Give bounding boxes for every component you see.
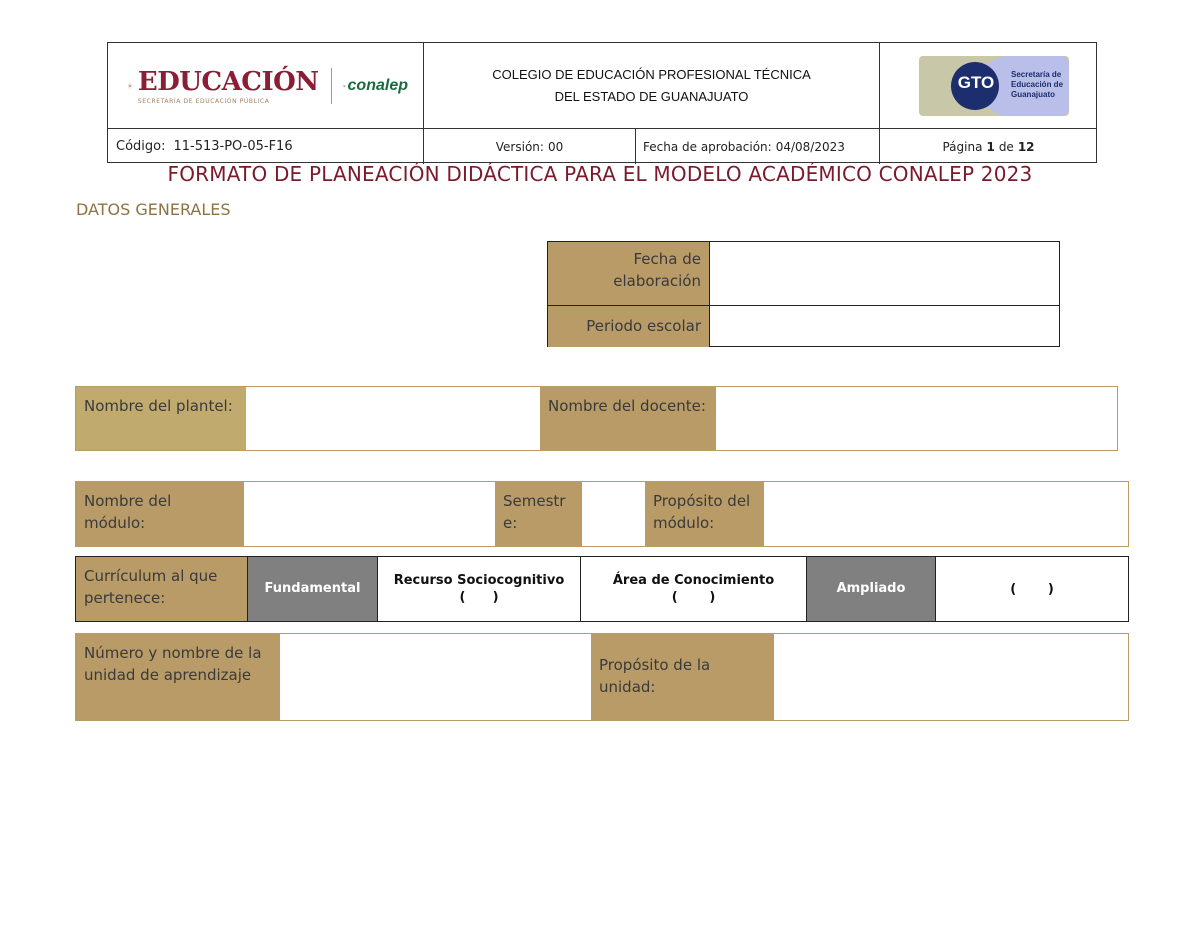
version-cell: Versión: 00 xyxy=(424,129,635,164)
fecha-aprobacion-label: Fecha de aprobación: xyxy=(643,139,772,154)
sep-conalep-logo: EDUCACIÓN SECRETARÍA DE EDUCACIÓN PÚBLIC… xyxy=(128,51,408,121)
ampliado-check[interactable]: ( ) xyxy=(935,557,1128,621)
recurso-sociocognitivo-cell[interactable]: Recurso Sociocognitivo ( ) xyxy=(377,557,580,621)
area-conocimiento-check: ( ) xyxy=(671,590,716,605)
college-line-1: COLEGIO DE EDUCACIÓN PROFESIONAL TÉCNICA xyxy=(492,66,811,82)
nombre-plantel-label: Nombre del plantel: xyxy=(76,387,246,450)
recurso-sociocognitivo-check: ( ) xyxy=(459,590,499,605)
semestre-label: Semestre: xyxy=(495,482,581,546)
version-value: 00 xyxy=(547,139,564,154)
ampliado-cell: Ampliado xyxy=(806,557,935,621)
sep-logo-text: EDUCACIÓN xyxy=(137,66,319,97)
periodo-escolar-field[interactable] xyxy=(709,306,1059,347)
proposito-modulo-field[interactable] xyxy=(764,482,1128,546)
fecha-elaboracion-field[interactable] xyxy=(709,242,1059,305)
conalep-logo-icon xyxy=(342,85,346,87)
periodo-escolar-label: Periodo escolar xyxy=(548,306,709,347)
gto-logo-text: GTO xyxy=(957,73,995,92)
curriculum-label: Currículum al que pertenece: xyxy=(76,557,247,621)
college-name: COLEGIO DE EDUCACIÓN PROFESIONAL TÉCNICA… xyxy=(424,43,879,128)
pagina-cell: Página 1 de 12 xyxy=(880,129,1097,164)
nombre-modulo-label: Nombre del módulo: xyxy=(76,482,244,546)
version-label: Versión: xyxy=(495,139,544,154)
document-header: EDUCACIÓN SECRETARÍA DE EDUCACIÓN PÚBLIC… xyxy=(107,42,1097,164)
fecha-aprobacion-cell: Fecha de aprobación: 04/08/2023 xyxy=(643,129,879,164)
fecha-elaboracion-label: Fecha de elaboración xyxy=(548,242,709,305)
plantel-docente-row: Nombre del plantel: Nombre del docente: xyxy=(75,386,1118,451)
nombre-plantel-field[interactable] xyxy=(246,387,540,450)
nombre-docente-field[interactable] xyxy=(716,387,1117,450)
modulo-row: Nombre del módulo: Semestre: Propósito d… xyxy=(75,481,1129,547)
numero-nombre-unidad-field[interactable] xyxy=(280,634,591,720)
codigo-label: Código: xyxy=(116,139,166,154)
college-line-2: DEL ESTADO DE GUANAJUATO xyxy=(554,88,749,104)
fecha-aprobacion-value: 04/08/2023 xyxy=(775,139,845,154)
sep-logo-subtext: SECRETARÍA DE EDUCACIÓN PÚBLICA xyxy=(137,97,270,105)
proposito-unidad-label: Propósito de la unidad: xyxy=(591,634,774,720)
conalep-logo-text: conalep xyxy=(347,77,408,94)
gto-logo-subtext: Secretaría de Educación de Guanajuato xyxy=(1011,70,1064,99)
curriculum-row: Currículum al que pertenece: Fundamental… xyxy=(75,556,1129,622)
nombre-modulo-field[interactable] xyxy=(244,482,495,546)
nombre-docente-label: Nombre del docente: xyxy=(540,387,716,450)
codigo-cell: Código: 11-513-PO-05-F16 xyxy=(116,129,416,164)
pagina-total: 12 xyxy=(1017,139,1035,154)
pagina-label: Página xyxy=(942,139,983,154)
fundamental-cell: Fundamental xyxy=(247,557,377,621)
page-title: FORMATO DE PLANEACIÓN DIDÁCTICA PARA EL … xyxy=(167,162,1033,186)
pagina-de: de xyxy=(998,139,1014,154)
dates-table: Fecha de elaboración Periodo escolar xyxy=(547,241,1060,347)
unidad-row: Número y nombre de la unidad de aprendiz… xyxy=(75,633,1129,721)
area-conocimiento-cell[interactable]: Área de Conocimiento ( ) xyxy=(580,557,806,621)
codigo-value: 11-513-PO-05-F16 xyxy=(173,139,293,154)
pagina-current: 1 xyxy=(986,139,995,154)
numero-nombre-unidad-label: Número y nombre de la unidad de aprendiz… xyxy=(76,634,280,720)
recurso-sociocognitivo-label: Recurso Sociocognitivo xyxy=(393,573,565,588)
semestre-field[interactable] xyxy=(581,482,645,546)
proposito-modulo-label: Propósito del módulo: xyxy=(645,482,764,546)
mexico-seal-icon xyxy=(128,83,132,89)
section-title: DATOS GENERALES xyxy=(76,200,231,219)
area-conocimiento-label: Área de Conocimiento xyxy=(612,573,775,588)
proposito-unidad-field[interactable] xyxy=(774,634,1128,720)
gto-logo: GTO Secretaría de Educación de Guanajuat… xyxy=(919,56,1069,116)
